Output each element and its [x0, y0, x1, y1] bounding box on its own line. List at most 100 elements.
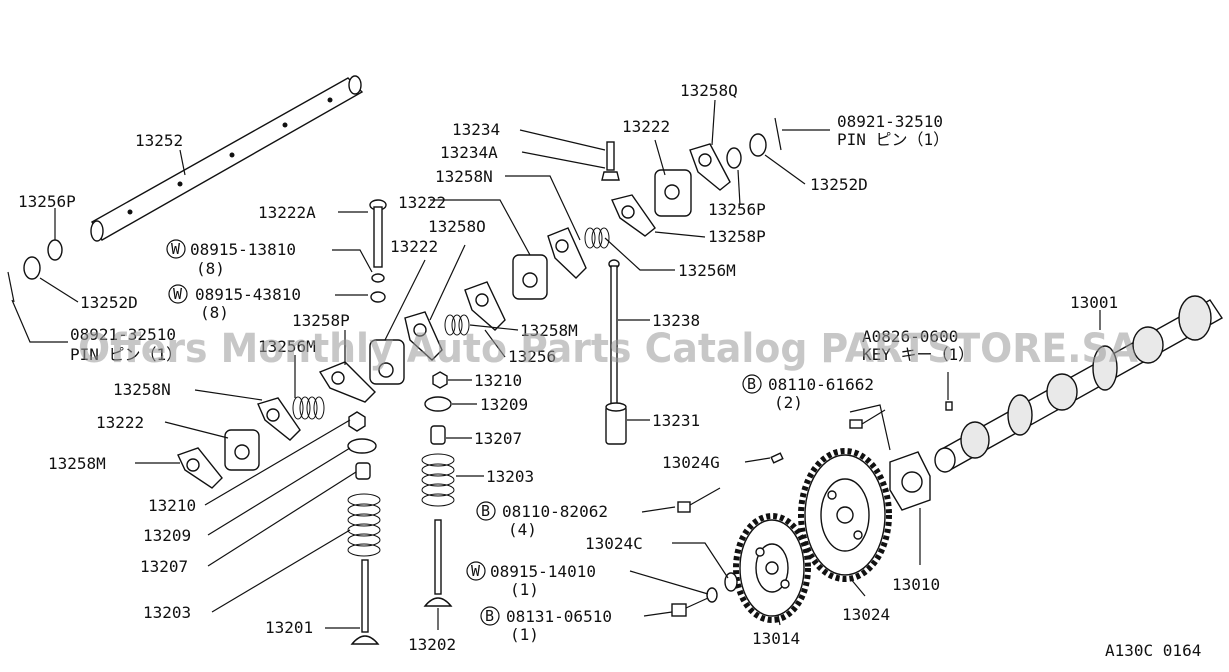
- label-13222-a: 13222: [398, 193, 446, 212]
- washer-marker-3: [466, 561, 486, 581]
- label-key-num: A0826-0600: [862, 327, 958, 346]
- label-13001: 13001: [1070, 293, 1118, 312]
- rocker-arm-13258N-left: [257, 397, 301, 441]
- washer-marker-2: [168, 284, 188, 304]
- bolt-marker-3: [480, 606, 500, 626]
- label-13222A: 13222A: [258, 203, 316, 222]
- gear-13014: [733, 513, 811, 623]
- bolt-08110-61662: [849, 409, 886, 429]
- label-13258M-left: 13258M: [48, 454, 106, 473]
- label-13258P-left: 13258P: [292, 311, 350, 330]
- label-13210-left: 13210: [148, 496, 196, 515]
- rocker-arm-13258Q: [689, 143, 731, 191]
- label-w1-qty: (8): [196, 259, 225, 278]
- label-13209-left: 13209: [143, 526, 191, 545]
- pin-right: [774, 117, 782, 151]
- seal-13207-left: [355, 462, 371, 480]
- label-13234A: 13234A: [440, 143, 498, 162]
- camshaft-13001: [934, 295, 1224, 473]
- label-13258M-center: 13258M: [520, 321, 578, 340]
- bolt-marker-2: [476, 501, 496, 521]
- svg-text:B: B: [481, 502, 490, 520]
- svg-text:B: B: [747, 375, 756, 393]
- valve-13201: [350, 559, 380, 645]
- spring-13256M-right: [584, 227, 610, 249]
- label-w2-num: 08915-43810: [195, 285, 301, 304]
- label-13256P-left: 13256P: [18, 192, 76, 211]
- label-13222-c: 13222: [96, 413, 144, 432]
- pin-left: [7, 271, 15, 303]
- spring-13256M-left: [292, 396, 325, 420]
- diagram-code: A130C 0164: [1105, 641, 1201, 660]
- svg-text:B: B: [485, 607, 494, 625]
- retainer-13209-left: [347, 438, 377, 454]
- rocker-support-left-1: [369, 339, 405, 385]
- washer-08915-14010: [706, 587, 718, 603]
- label-b2-qty: (4): [508, 520, 537, 539]
- label-13258O: 13258O: [428, 217, 486, 236]
- label-13222-b: 13222: [390, 237, 438, 256]
- label-pin-right-num: 08921-32510: [837, 112, 943, 131]
- seal-13207-center: [430, 425, 446, 445]
- rocker-arm-13258M-left: [177, 447, 223, 489]
- label-w2-qty: (8): [200, 303, 229, 322]
- label-13256-center: 13256: [508, 347, 556, 366]
- adjust-screw-13234: [601, 141, 620, 181]
- label-b3-num: 08131-06510: [506, 607, 612, 626]
- watermark: Offers Monthly Auto Parts Catalog PARTST…: [78, 326, 1138, 372]
- valve-13202: [423, 519, 453, 607]
- svg-text:W: W: [171, 240, 181, 258]
- label-13258Q: 13258Q: [680, 81, 738, 100]
- rocker-support-right: [654, 169, 692, 217]
- label-pin-left-txt: PIN ピン（1）: [70, 345, 182, 364]
- sprocket-13024: [798, 448, 892, 582]
- valve-cap-13210-center: [432, 371, 448, 389]
- bolt-08131-06510: [671, 597, 709, 617]
- rocker-support-center: [512, 254, 548, 300]
- label-13252D-left: 13252D: [80, 293, 138, 312]
- rocker-arm-13258N-right: [547, 227, 587, 279]
- label-13231: 13231: [652, 411, 700, 430]
- dowel-13024G: [770, 452, 784, 464]
- label-13234: 13234: [452, 120, 500, 139]
- bolt-08110-82062: [677, 487, 721, 513]
- plate-13010: [889, 451, 931, 511]
- svg-text:W: W: [173, 285, 183, 303]
- rocker-stud-13222A: [369, 199, 387, 303]
- label-13256M-right: 13256M: [678, 261, 736, 280]
- label-13210-center: 13210: [474, 371, 522, 390]
- washer-13256P-right: [726, 147, 742, 169]
- label-13024C: 13024C: [585, 534, 643, 553]
- key: [945, 401, 953, 411]
- label-13258P-right: 13258P: [708, 227, 766, 246]
- label-13207-center: 13207: [474, 429, 522, 448]
- label-13258N-right: 13258N: [435, 167, 493, 186]
- label-pin-right-txt: PIN ピン（1）: [837, 130, 949, 149]
- washer-13256P-left: [47, 239, 63, 261]
- label-13201: 13201: [265, 618, 313, 637]
- washer-13252D-left: [23, 256, 41, 280]
- label-13010: 13010: [892, 575, 940, 594]
- label-13222-d: 13222: [622, 117, 670, 136]
- label-13238: 13238: [652, 311, 700, 330]
- rocker-arm-13258O: [404, 311, 443, 361]
- washer-13252D-right: [749, 133, 767, 157]
- rocker-arm-13258P-right: [611, 194, 656, 237]
- label-13024: 13024: [842, 605, 890, 624]
- label-b3-qty: (1): [510, 625, 539, 644]
- label-key-txt: KEY キー（1）: [862, 345, 974, 364]
- valve-spring-13203-left: [347, 493, 381, 557]
- rocker-shaft-left: [90, 75, 364, 242]
- label-b1-qty: (2): [774, 393, 803, 412]
- label-13202: 13202: [408, 635, 456, 654]
- label-13252D-right: 13252D: [810, 175, 868, 194]
- label-b1-num: 08110-61662: [768, 375, 874, 394]
- label-13014: 13014: [752, 629, 800, 648]
- retainer-13209-center: [424, 396, 452, 412]
- label-b2-num: 08110-82062: [502, 502, 608, 521]
- rocker-arm-13258P-left: [318, 361, 376, 403]
- label-13256M-left: 13256M: [258, 337, 316, 356]
- label-w1-num: 08915-13810: [190, 240, 296, 259]
- bolt-marker-1: [742, 374, 762, 394]
- label-pin-left-num: 08921-32510: [70, 325, 176, 344]
